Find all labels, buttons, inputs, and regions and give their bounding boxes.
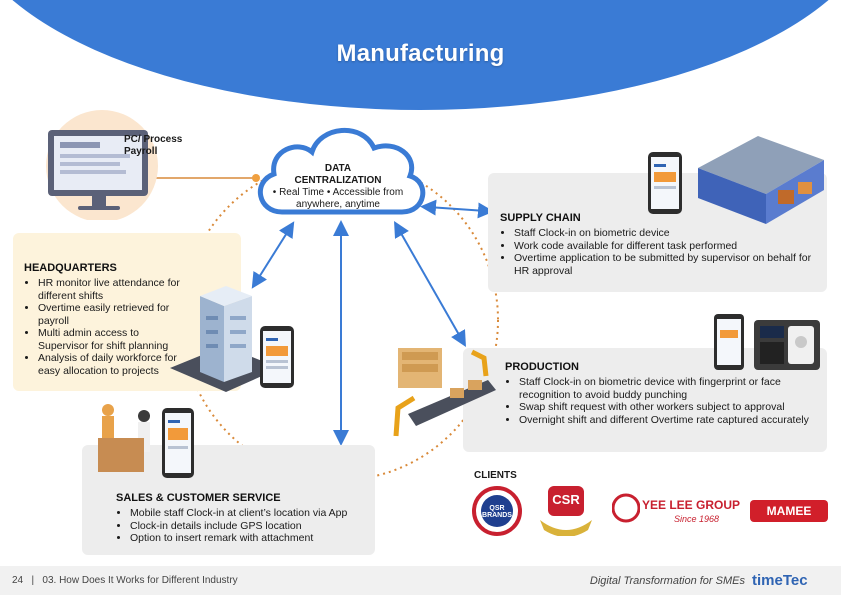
clients-label: CLIENTS xyxy=(474,470,517,481)
qsr-logo: QSR BRANDS xyxy=(468,486,526,536)
timetec-logo: timeTec xyxy=(752,572,808,589)
cloud-title: DATA CENTRALIZATION xyxy=(294,163,382,186)
csr-logo: CSR xyxy=(536,484,596,537)
yee-lee-logo: YEE LEE GROUP Since 1968 xyxy=(611,490,746,530)
supply-chain-list: Staff Clock-in on biometric device Work … xyxy=(500,227,822,277)
pc-label: PC/ Process Payroll xyxy=(124,134,183,157)
list-item: Mobile staff Clock-in at client’s locati… xyxy=(130,507,372,520)
page-title: Manufacturing xyxy=(336,40,505,67)
cloud-icon xyxy=(257,128,426,215)
list-item: Analysis of daily workforce for easy all… xyxy=(38,352,192,377)
sales-content: SALES & CUSTOMER SERVICE Mobile staff Cl… xyxy=(116,492,372,545)
footer-tagline: Digital Transformation for SMEs xyxy=(589,575,745,587)
production-list: Staff Clock-in on biometric device with … xyxy=(505,376,821,426)
supply-chain-title: SUPPLY CHAIN xyxy=(500,212,581,224)
yee-lee-logo-text: YEE LEE GROUP xyxy=(642,498,741,512)
cloud-line2: anywhere, anytime xyxy=(296,199,380,210)
sales-counter-illustration xyxy=(98,404,194,478)
list-item: Overtime easily retrieved for payroll xyxy=(38,302,192,327)
pc-connector-dot xyxy=(252,174,260,182)
arrow-hq xyxy=(251,221,295,289)
pc-illustration xyxy=(46,110,158,220)
list-item: Overnight shift and different Overtime r… xyxy=(519,414,821,427)
qsr-logo-text: QSR BRANDS xyxy=(482,505,512,519)
supply-chain-content: SUPPLY CHAIN Staff Clock-in on biometric… xyxy=(500,212,822,277)
list-item: Staff Clock-in on biometric device xyxy=(514,227,822,240)
headquarters-list: HR monitor live attendance for different… xyxy=(24,277,192,377)
mamee-logo-text: MAMEE xyxy=(766,504,812,518)
sales-list: Mobile staff Clock-in at client’s locati… xyxy=(116,507,372,545)
cloud-line1: • Real Time • Accessible from xyxy=(272,187,404,198)
headquarters-content: HEADQUARTERS HR monitor live attendance … xyxy=(24,262,192,377)
list-item: Option to insert remark with attachment xyxy=(130,532,372,545)
footer-page-info: 24 | 03. How Does It Works for Different… xyxy=(12,575,238,586)
cloud-text: DATA CENTRALIZATION • Real Time • Access… xyxy=(268,163,408,211)
list-item: Work code available for different task p… xyxy=(514,240,822,253)
warehouse-illustration xyxy=(648,136,824,224)
list-item: Overtime application to be submitted by … xyxy=(514,252,822,277)
arrow-production xyxy=(394,221,466,347)
list-item: HR monitor live attendance for different… xyxy=(38,277,192,302)
footer-bar xyxy=(0,566,841,595)
production-title: PRODUCTION xyxy=(505,361,579,373)
sales-title: SALES & CUSTOMER SERVICE xyxy=(116,492,281,504)
building-illustration xyxy=(170,286,294,392)
production-content: PRODUCTION Staff Clock-in on biometric d… xyxy=(505,361,821,426)
list-item: Multi admin access to Supervisor for shi… xyxy=(38,327,192,352)
biometric-device-illustration xyxy=(714,314,820,370)
factory-line-illustration xyxy=(393,348,496,437)
list-item: Swap shift request with other workers su… xyxy=(519,401,821,414)
list-item: Clock-in details include GPS location xyxy=(130,520,372,533)
arrow-supply xyxy=(420,199,494,219)
headquarters-title: HEADQUARTERS xyxy=(24,262,117,274)
list-item: Staff Clock-in on biometric device with … xyxy=(519,376,821,401)
yee-lee-since: Since 1968 xyxy=(674,514,720,524)
mamee-logo: MAMEE xyxy=(750,500,828,522)
csr-logo-text: CSR xyxy=(552,492,580,507)
